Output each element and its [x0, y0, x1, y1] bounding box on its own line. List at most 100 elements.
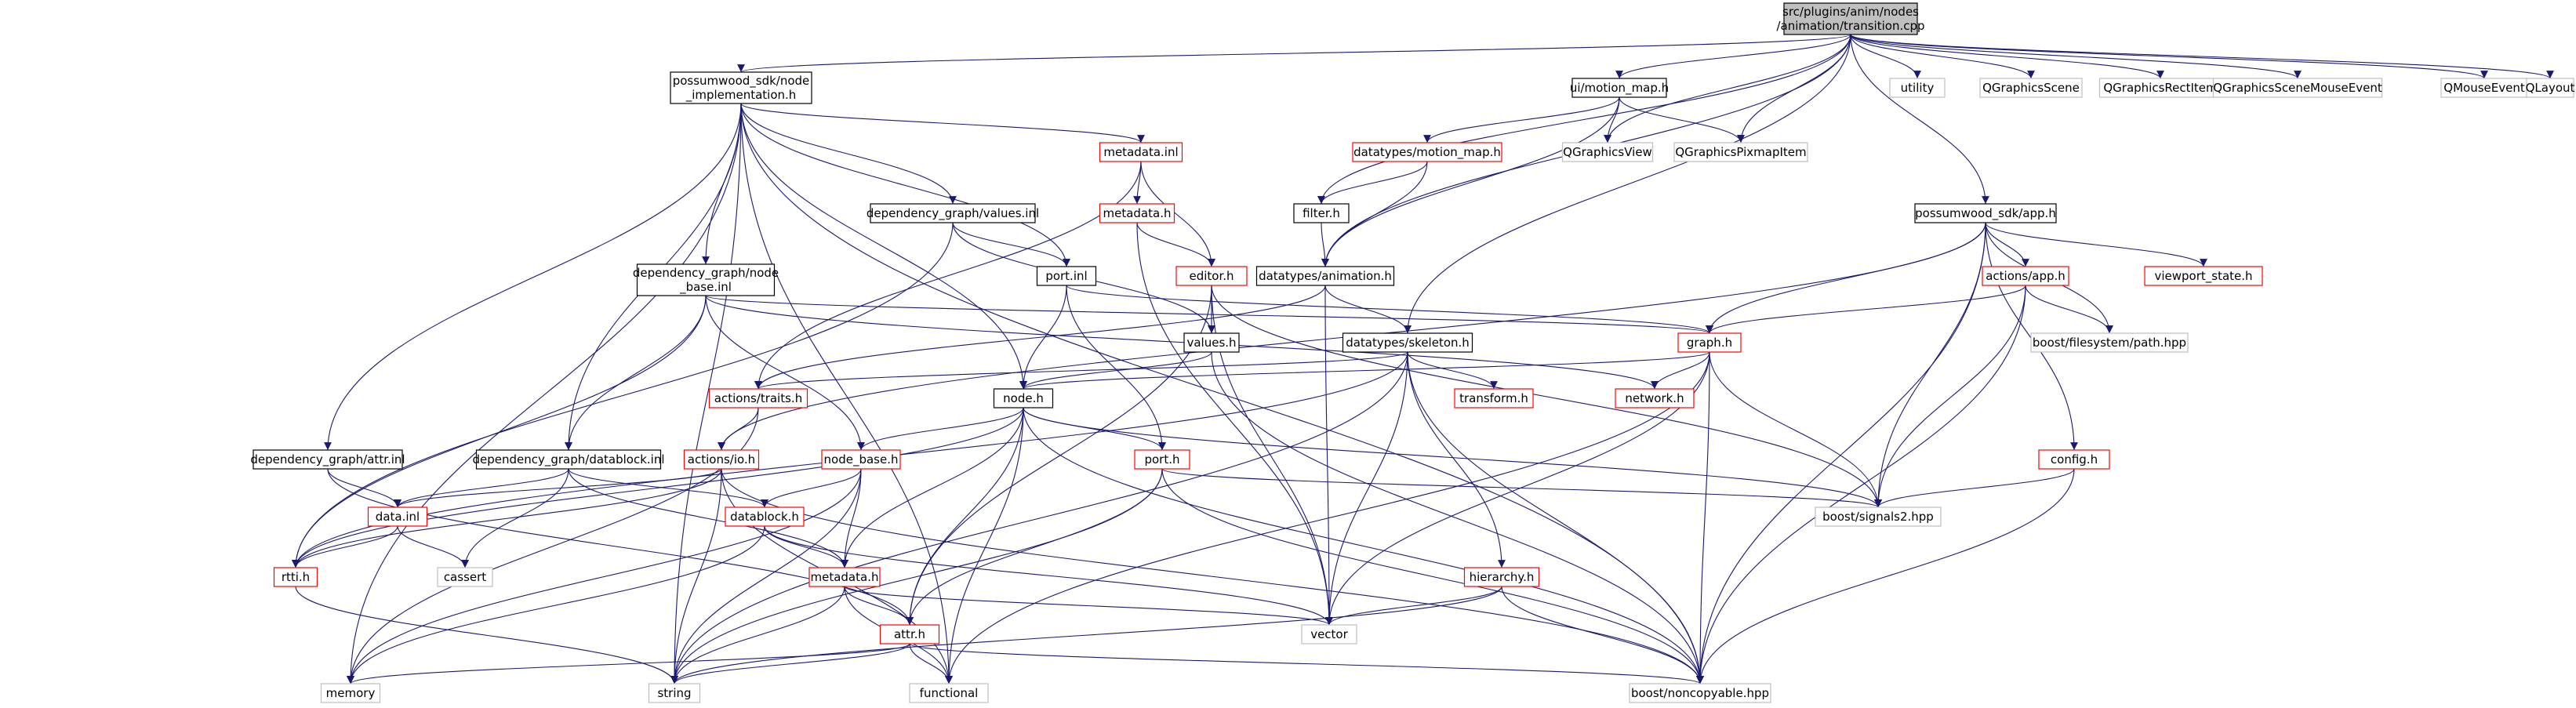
node-attrinl[interactable]: dependency_graph/attr.inl: [250, 449, 405, 470]
node-nodeimpl[interactable]: possumwood_sdk/node_implementation.h: [670, 71, 812, 104]
node-actionsapp[interactable]: actions/app.h: [1982, 266, 2069, 286]
node-nodebaseh[interactable]: node_base.h: [821, 449, 901, 470]
node-label: network.h: [1625, 391, 1684, 405]
node-label: hierarchy.h: [1470, 570, 1535, 584]
edge-graph-to-nodeh: [1019, 351, 1710, 390]
node-porth[interactable]: port.h: [1134, 449, 1190, 470]
node-nodebaseinl[interactable]: dependency_graph/node_base.inl: [633, 263, 779, 296]
edge-nodeimpl-to-metadatainl: [740, 103, 1145, 143]
node-dtanimation[interactable]: datatypes/animation.h: [1255, 266, 1395, 286]
node-label: boost/filesystem/path.hpp: [2033, 336, 2186, 350]
node-box: [1036, 266, 1097, 286]
edge-dtanimation-to-vector: [1324, 285, 1333, 626]
node-box: [2038, 449, 2110, 470]
node-attrh[interactable]: attr.h: [879, 624, 940, 644]
node-label: node_base.h: [824, 452, 899, 467]
node-box: [1673, 142, 1808, 162]
node-box: [2440, 78, 2528, 98]
node-label: _implementation.h: [685, 88, 797, 103]
node-datablockh[interactable]: datablock.h: [725, 506, 805, 527]
node-datainl[interactable]: data.inl: [367, 506, 428, 527]
edge-dtanimation-to-dtskeleton: [1324, 285, 1412, 334]
node-box: [2212, 78, 2383, 98]
node-portinl[interactable]: port.inl: [1036, 266, 1097, 286]
edge-graph-to-signals2: [1709, 351, 1882, 508]
edge-porth-to-string: [670, 468, 1163, 684]
node-box: [1293, 203, 1350, 223]
node-editor[interactable]: editor.h: [1175, 266, 1248, 286]
node-label: filter.h: [1303, 206, 1340, 220]
node-noncopyable[interactable]: boost/noncopyable.hpp: [1629, 683, 1771, 703]
node-memory[interactable]: memory: [320, 683, 381, 703]
node-qgscene[interactable]: QGraphicsScene: [1979, 78, 2083, 98]
edge-editor-to-signals2: [1211, 285, 1882, 508]
node-signals2[interactable]: boost/signals2.hpp: [1815, 506, 1942, 527]
node-rtti[interactable]: rtti.h: [273, 567, 318, 587]
node-bfspath[interactable]: boost/filesystem/path.hpp: [2030, 332, 2189, 353]
node-qgrect[interactable]: QGraphicsRectItem: [2098, 78, 2222, 98]
edge-values-to-noncopyable: [1211, 351, 1704, 684]
node-box: [1342, 332, 1473, 353]
edge-root-to-filter: [1317, 34, 1851, 205]
node-box: [1889, 78, 1946, 98]
node-cassert[interactable]: cassert: [437, 567, 493, 587]
node-metadatah[interactable]: metadata.h: [808, 567, 881, 587]
node-layer: src/plugins/anim/nodes/animation/transit…: [250, 2, 2575, 703]
node-actionstraits[interactable]: actions/traits.h: [708, 388, 808, 408]
node-box: [1463, 567, 1540, 587]
node-config[interactable]: config.h: [2038, 449, 2110, 470]
node-appsdk[interactable]: possumwood_sdk/app.h: [1914, 203, 2057, 223]
node-label: ui/motion_map.h: [1570, 81, 1669, 96]
node-viewport[interactable]: viewport_state.h: [2144, 266, 2263, 286]
edge-actionsapp-to-signals2: [1874, 285, 2026, 508]
node-utility[interactable]: utility: [1889, 78, 1946, 98]
edge-dtmotionmap-to-dtanimation: [1321, 161, 1428, 267]
edge-actionsapp-to-bfspath: [2025, 285, 2113, 334]
edge-nodebaseinl-to-rtti: [292, 295, 707, 568]
node-qgpixmap[interactable]: QGraphicsPixmapItem: [1673, 142, 1808, 162]
node-metadatah_top[interactable]: metadata.h: [1099, 203, 1175, 223]
node-values[interactable]: values.h: [1183, 332, 1240, 353]
node-motionmap[interactable]: ui/motion_map.h: [1570, 78, 1669, 98]
node-actionsio[interactable]: actions/io.h: [683, 449, 760, 470]
edge-attrh-to-memory: [347, 643, 910, 684]
node-dtskeleton[interactable]: datatypes/skeleton.h: [1342, 332, 1473, 353]
node-vector[interactable]: vector: [1301, 624, 1357, 644]
edge-nodebaseh-to-metadatah: [841, 468, 862, 568]
node-root[interactable]: src/plugins/anim/nodes/animation/transit…: [1776, 2, 1925, 35]
edge-attrh-to-functional: [909, 643, 953, 684]
node-label: port.h: [1144, 452, 1179, 467]
node-hierarchy[interactable]: hierarchy.h: [1463, 567, 1540, 587]
node-string[interactable]: string: [648, 683, 701, 703]
edge-root-to-appsdk: [1850, 34, 1989, 205]
node-qgmouse[interactable]: QGraphicsSceneMouseEvent: [2212, 78, 2383, 98]
node-box: [1979, 78, 2083, 98]
node-graph[interactable]: graph.h: [1677, 332, 1742, 353]
node-nodeh[interactable]: node.h: [993, 388, 1054, 408]
node-label: datatypes/skeleton.h: [1346, 336, 1470, 350]
node-qgview[interactable]: QGraphicsView: [1561, 142, 1654, 162]
node-metadatainl[interactable]: metadata.inl: [1099, 142, 1183, 162]
node-transform[interactable]: transform.h: [1454, 388, 1534, 408]
node-box: [648, 683, 701, 703]
node-qmouse[interactable]: QMouseEvent: [2440, 78, 2528, 98]
edge-nodeimpl-to-memory: [347, 103, 742, 684]
node-label: transform.h: [1459, 391, 1528, 405]
node-box: [1134, 449, 1190, 470]
edge-root-to-motionmap: [1615, 34, 1851, 79]
edge-metadatah_top-to-vector: [1136, 222, 1333, 626]
node-functional[interactable]: functional: [909, 683, 989, 703]
node-label: port.inl: [1045, 269, 1087, 283]
node-filter[interactable]: filter.h: [1293, 203, 1350, 223]
node-box: [808, 567, 881, 587]
node-dtmotionmap[interactable]: datatypes/motion_map.h: [1352, 142, 1502, 162]
node-box: [1982, 266, 2069, 286]
node-label: values.h: [1186, 336, 1236, 350]
node-valuesinl[interactable]: dependency_graph/values.inl: [867, 203, 1039, 223]
edge-actionsio-to-datainl: [394, 468, 722, 508]
node-network[interactable]: network.h: [1615, 388, 1695, 408]
edge-attrinl-to-datainl: [327, 468, 401, 508]
node-datablockinl[interactable]: dependency_graph/datablock.inl: [472, 449, 665, 470]
node-qlayout[interactable]: QLayout: [2526, 78, 2575, 98]
